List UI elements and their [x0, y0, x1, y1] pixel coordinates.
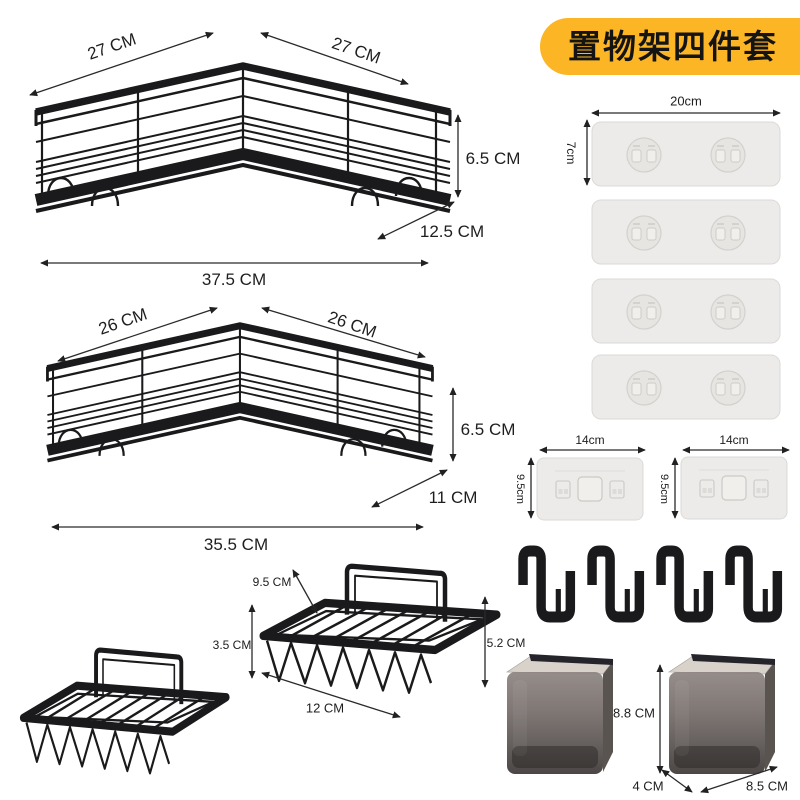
dim-strip-height: 7cm	[564, 141, 578, 165]
dim-shelf-large-width: 37.5 CM	[201, 270, 267, 289]
dim-dish-height-small: 3.5 CM	[212, 638, 252, 652]
dim-cup-height: 8.8 CM	[613, 705, 655, 721]
dim-shelf-small-height: 6.5 CM	[460, 420, 516, 439]
adhesive-strip-2	[591, 199, 781, 265]
adhesive-strip-1	[591, 121, 781, 187]
arrow-cup-depth	[661, 769, 693, 793]
storage-cup-left	[506, 653, 614, 775]
adhesive-pad-right	[680, 456, 788, 520]
arrow-shelf-large-right	[260, 31, 409, 86]
adhesive-strip-4	[591, 354, 781, 420]
adhesive-pad-left	[536, 457, 644, 521]
dim-shelf-small-depth: 11 CM	[428, 488, 478, 507]
hook-2	[592, 551, 639, 617]
storage-cup-right	[668, 653, 776, 775]
arrow-shelf-small-depth	[371, 469, 448, 508]
dim-shelf-small-width: 35.5 CM	[203, 535, 269, 554]
dimension-arrows	[29, 31, 790, 794]
arrow-shelf-small-right	[261, 306, 426, 359]
dim-cup-width: 8.5 CM	[746, 778, 788, 794]
soap-dish-left	[23, 650, 227, 773]
dim-cup-depth: 4 CM	[632, 778, 664, 794]
hook-4	[730, 551, 777, 617]
dim-dish-width: 12 CM	[305, 700, 345, 716]
hook-1	[523, 551, 570, 617]
arrow-shelf-large-left	[29, 31, 214, 97]
dim-strip-width: 20cm	[670, 93, 702, 109]
dim-pad-right-height: 9.5cm	[658, 474, 670, 504]
arrow-shelf-small-left	[57, 306, 218, 363]
dim-dish-height-large: 5.2 CM	[486, 636, 526, 650]
dim-dish-depth: 9.5 CM	[252, 575, 292, 589]
product-set-badge: 置物架四件套	[540, 18, 800, 75]
adhesive-strip-3	[591, 278, 781, 344]
dim-pad-left-width: 14cm	[575, 433, 605, 447]
dim-pad-right-width: 14cm	[719, 433, 749, 447]
corner-shelf-large	[36, 66, 450, 211]
arrow-cup-width	[700, 765, 778, 794]
arrow-dish-width	[261, 671, 401, 719]
arrow-shelf-large-depth	[377, 201, 455, 240]
hook-3	[661, 551, 708, 617]
dim-pad-left-height: 9.5cm	[514, 474, 526, 504]
dim-shelf-large-height: 6.5 CM	[465, 149, 521, 168]
dim-shelf-large-depth: 12.5 CM	[419, 222, 485, 241]
soap-dish-right	[263, 566, 497, 692]
arrow-dish-depth	[292, 569, 318, 614]
